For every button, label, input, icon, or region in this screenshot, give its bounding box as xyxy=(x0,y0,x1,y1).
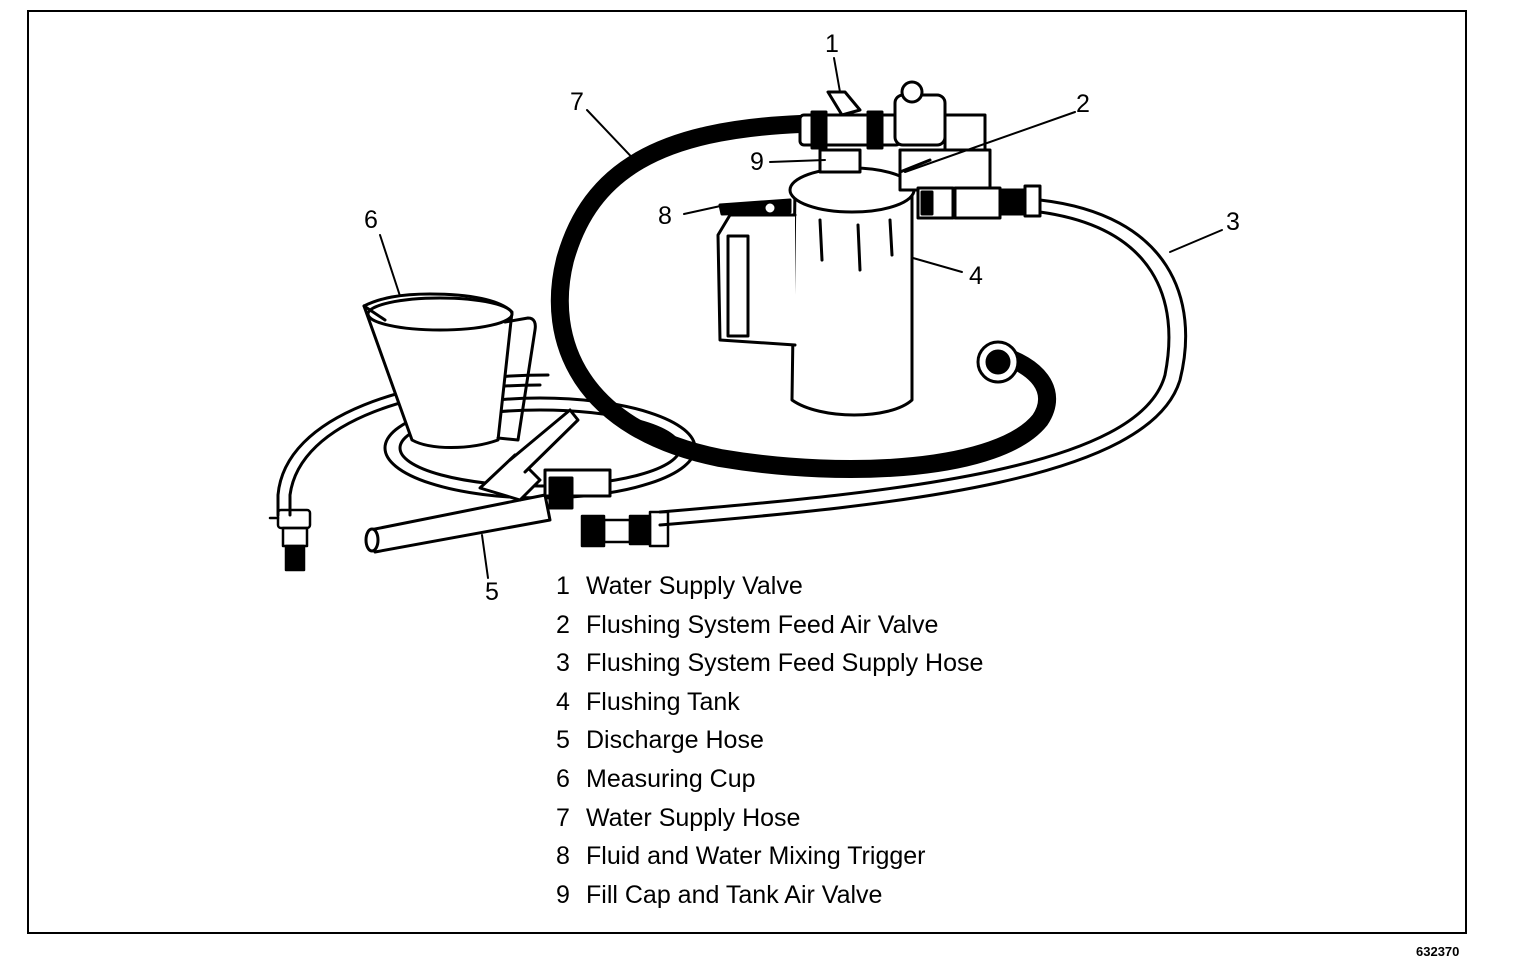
callout-2: 2 xyxy=(1076,90,1090,118)
legend-label: Flushing System Feed Air Valve xyxy=(586,610,939,639)
callout-4: 4 xyxy=(969,262,983,290)
callout-labels: 1 2 3 4 5 6 7 8 9 xyxy=(364,30,1240,606)
legend-label: Flushing System Feed Supply Hose xyxy=(586,649,984,678)
callout-3: 3 xyxy=(1226,208,1240,236)
legend-number: 6 xyxy=(556,764,570,793)
callout-5: 5 xyxy=(485,578,499,606)
legend-item: 1 Water Supply Valve xyxy=(556,572,983,611)
legend-label: Fill Cap and Tank Air Valve xyxy=(586,880,883,909)
legend-label: Water Supply Hose xyxy=(586,803,801,832)
legend-number: 9 xyxy=(556,880,570,909)
legend-item: 9 Fill Cap and Tank Air Valve xyxy=(556,881,983,920)
legend-label: Fluid and Water Mixing Trigger xyxy=(586,842,926,871)
callout-7: 7 xyxy=(570,88,584,116)
water-supply-hose xyxy=(550,115,1057,479)
legend-number: 4 xyxy=(556,687,570,716)
legend-number: 2 xyxy=(556,610,570,639)
legend-label: Water Supply Valve xyxy=(586,572,803,600)
legend-number: 7 xyxy=(556,803,570,832)
legend-label: Measuring Cup xyxy=(586,764,756,793)
legend-item: 4 Flushing Tank xyxy=(556,688,983,727)
legend-item: 6 Measuring Cup xyxy=(556,765,983,804)
callout-9: 9 xyxy=(750,148,764,176)
callout-6: 6 xyxy=(364,206,378,234)
measuring-cup xyxy=(362,292,537,449)
flushing-tank xyxy=(716,166,916,417)
legend-number: 8 xyxy=(556,842,570,871)
hose-fitting-left xyxy=(268,508,312,572)
legend-item: 3 Flushing System Feed Supply Hose xyxy=(556,649,983,688)
legend-label: Flushing Tank xyxy=(586,687,740,716)
legend-number: 1 xyxy=(556,572,570,600)
legend-label: Discharge Hose xyxy=(586,726,764,755)
discharge-hose xyxy=(364,408,612,554)
callout-1: 1 xyxy=(825,30,839,58)
figure-frame xyxy=(27,10,1467,934)
hose-fitting-bottom xyxy=(580,510,670,548)
legend-number: 5 xyxy=(556,726,570,755)
valve-assembly xyxy=(798,80,1042,220)
legend-number: 3 xyxy=(556,649,570,678)
leader-lines xyxy=(379,57,1223,579)
legend-item: 5 Discharge Hose xyxy=(556,726,983,765)
callout-8: 8 xyxy=(658,202,672,230)
legend-item: 7 Water Supply Hose xyxy=(556,804,983,843)
figure-number: 632370 xyxy=(1416,944,1460,959)
legend-item: 8 Fluid and Water Mixing Trigger xyxy=(556,842,983,881)
legend-item: 2 Flushing System Feed Air Valve xyxy=(556,611,983,650)
